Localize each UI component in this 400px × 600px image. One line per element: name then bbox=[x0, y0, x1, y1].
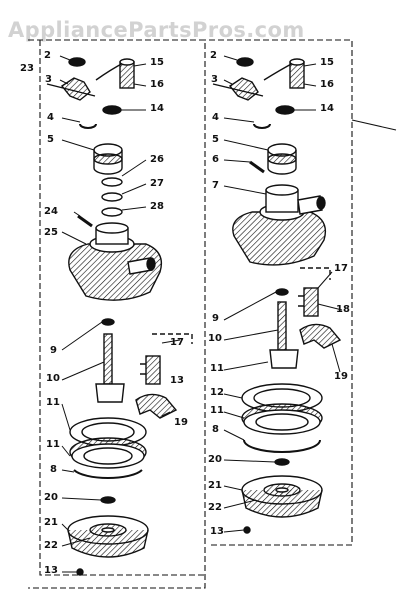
left-part-17-bracket bbox=[152, 333, 193, 344]
left-leader-lines bbox=[59, 55, 181, 573]
left-panel-inner-border bbox=[39, 40, 205, 576]
left-label-part-11-upper: 11 bbox=[46, 397, 60, 408]
right-label-part-9: 9 bbox=[212, 313, 219, 324]
left-label-part-22: 22 bbox=[44, 540, 58, 551]
left-label-part-5: 5 bbox=[47, 134, 54, 145]
right-panel-divider bbox=[351, 119, 397, 131]
left-label-part-27: 27 bbox=[150, 178, 164, 189]
left-label-part-13-bottom: 13 bbox=[44, 565, 58, 576]
right-label-part-12: 12 bbox=[210, 387, 224, 398]
left-label-part-20: 20 bbox=[44, 492, 58, 503]
left-label-part-19: 19 bbox=[174, 417, 188, 428]
right-label-part-10: 10 bbox=[208, 333, 222, 344]
left-part-19-yoke bbox=[135, 393, 178, 419]
left-part-11-ring-lower bbox=[69, 437, 147, 469]
left-label-part-17: 17 bbox=[170, 337, 184, 348]
right-label-part-11: 11 bbox=[210, 405, 224, 416]
right-label-part-15: 15 bbox=[320, 57, 334, 68]
left-part-10-shaft bbox=[95, 333, 125, 403]
right-part-11-ring-lower bbox=[241, 403, 323, 435]
left-label-part-10: 10 bbox=[46, 373, 60, 384]
right-label-part-8: 8 bbox=[212, 424, 219, 435]
left-label-part-26: 26 bbox=[150, 154, 164, 165]
right-label-part-20: 20 bbox=[208, 454, 222, 465]
left-part-25-housing bbox=[68, 222, 163, 301]
left-part-14-ring bbox=[102, 105, 122, 115]
left-part-28-spring bbox=[101, 207, 123, 217]
right-part-4-clip bbox=[253, 123, 271, 129]
left-part-4-clip bbox=[79, 123, 97, 129]
right-part-6-pin bbox=[249, 160, 265, 174]
left-part-26-spring bbox=[101, 177, 123, 187]
right-label-part-11-top: 11 bbox=[210, 363, 224, 374]
right-label-part-21: 21 bbox=[208, 480, 222, 491]
left-part-2-washer bbox=[68, 57, 86, 67]
left-label-part-24: 24 bbox=[44, 206, 58, 217]
right-part-13-screw bbox=[243, 526, 251, 534]
right-panel-border bbox=[200, 39, 353, 546]
right-label-part-4: 4 bbox=[212, 112, 219, 123]
right-part-10-shaft bbox=[269, 301, 299, 369]
left-label-part-4: 4 bbox=[47, 112, 54, 123]
right-label-part-5: 5 bbox=[212, 134, 219, 145]
left-part-24-pin bbox=[77, 214, 93, 228]
left-label-part-15: 15 bbox=[150, 57, 164, 68]
left-label-part-8: 8 bbox=[50, 464, 57, 475]
right-part-8-ring bbox=[243, 439, 321, 453]
left-part-20-washer bbox=[100, 496, 116, 504]
left-label-part-14: 14 bbox=[150, 103, 164, 114]
right-panel-drawing bbox=[200, 39, 397, 546]
right-part-20-washer bbox=[274, 458, 290, 466]
right-part-7-housing bbox=[232, 184, 327, 266]
left-part-9-washer bbox=[101, 318, 115, 326]
right-leader-lines bbox=[223, 55, 343, 533]
left-panel-drawing bbox=[28, 39, 206, 589]
right-label-part-14: 14 bbox=[320, 103, 334, 114]
left-part-16-terminal bbox=[119, 61, 135, 89]
right-part-16-terminal bbox=[289, 61, 305, 89]
left-part-13-screw bbox=[76, 568, 84, 576]
right-label-part-19: 19 bbox=[334, 371, 348, 382]
right-part-21-base bbox=[241, 475, 323, 518]
left-label-part-3: 3 bbox=[45, 74, 52, 85]
left-label-part-16: 16 bbox=[150, 79, 164, 90]
right-label-part-18: 18 bbox=[336, 304, 350, 315]
right-label-part-2: 2 bbox=[210, 50, 217, 61]
left-label-part-25: 25 bbox=[44, 227, 58, 238]
right-part-18-actuator bbox=[298, 287, 319, 317]
right-part-15-cap bbox=[289, 58, 305, 66]
left-part-8-ring bbox=[73, 469, 143, 480]
right-label-part-3: 3 bbox=[211, 74, 218, 85]
right-label-part-7: 7 bbox=[212, 180, 219, 191]
right-label-part-16: 16 bbox=[320, 79, 334, 90]
left-part-27-spring bbox=[101, 192, 123, 202]
left-part-21-base bbox=[67, 515, 149, 558]
right-part-14-ring bbox=[275, 105, 295, 115]
left-part-13-actuator bbox=[140, 355, 161, 385]
right-label-part-13: 13 bbox=[210, 526, 224, 537]
right-part-9-washer bbox=[275, 288, 289, 296]
left-panel-border bbox=[28, 39, 206, 589]
left-label-part-21: 21 bbox=[44, 517, 58, 528]
left-part-3-bracket bbox=[46, 77, 96, 101]
right-label-part-22: 22 bbox=[208, 502, 222, 513]
right-part-17-bracket bbox=[300, 267, 331, 280]
left-part-5-pulley bbox=[93, 143, 123, 175]
left-label-part-23: 23 bbox=[20, 63, 34, 74]
right-label-part-17: 17 bbox=[334, 263, 348, 274]
right-label-part-6: 6 bbox=[212, 154, 219, 165]
left-label-part-2: 2 bbox=[44, 50, 51, 61]
left-label-part-11-lower: 11 bbox=[46, 439, 60, 450]
left-label-part-28: 28 bbox=[150, 201, 164, 212]
left-label-part-13-top: 13 bbox=[170, 375, 184, 386]
left-label-part-9: 9 bbox=[50, 345, 57, 356]
left-part-15-cap bbox=[119, 58, 135, 66]
right-part-5-pulley bbox=[267, 143, 297, 175]
right-part-19-yoke bbox=[299, 323, 342, 349]
right-part-2-washer bbox=[236, 57, 254, 67]
right-part-3-bracket bbox=[212, 77, 264, 101]
